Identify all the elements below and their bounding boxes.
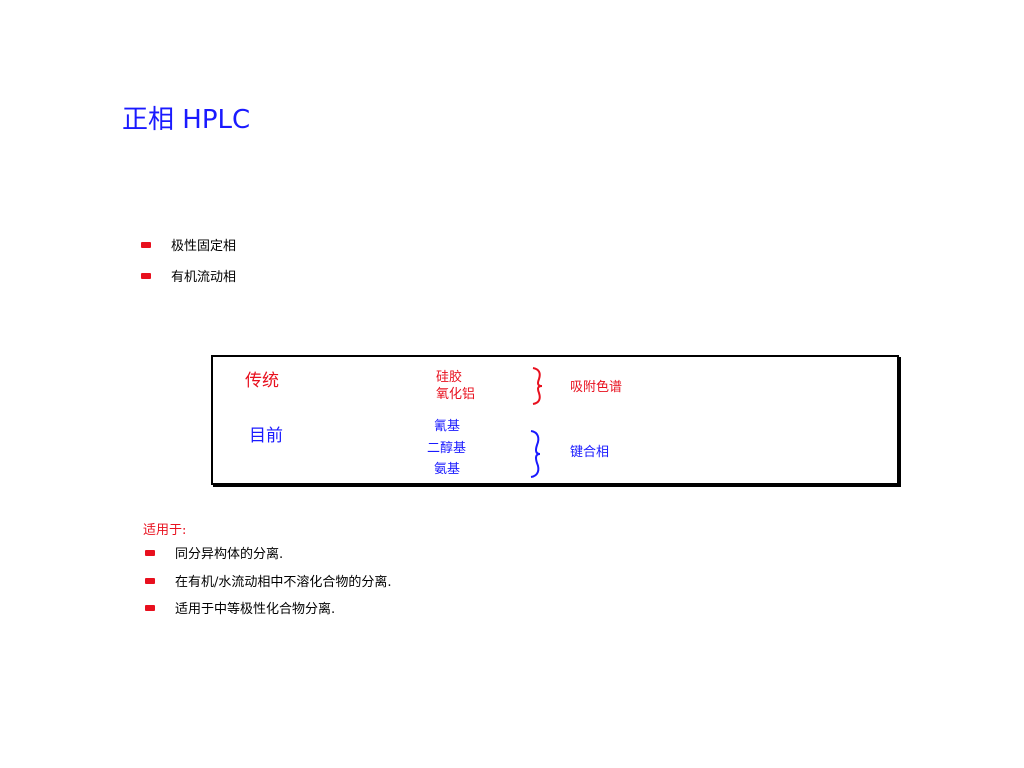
feature-item: 极性固定相 [141,235,236,254]
bullet-icon [145,577,155,584]
applicability-text: 同分异构体的分离. [175,547,284,562]
traditional-label: 传统 [245,371,279,391]
category-bonded-phase: 键合相 [570,445,610,460]
feature-item: 有机流动相 [141,266,236,285]
category-adsorption: 吸附色谱 [570,380,623,395]
bullet-icon [141,272,151,279]
material-silica: 硅胶 [436,370,463,385]
applicability-item: 适用于中等极性化合物分离. [145,598,335,617]
material-amino: 氨基 [434,462,461,477]
feature-text: 有机流动相 [171,270,237,285]
brace-blue-icon [530,430,541,478]
bullet-icon [145,549,155,556]
current-label: 目前 [249,426,283,446]
page-title: 正相 HPLC [122,105,251,135]
feature-text: 极性固定相 [171,239,237,254]
applicability-item: 在有机/水流动相中不溶化合物的分离. [145,571,392,590]
stationary-phase-panel: 传统 硅胶 氧化铝 吸附色谱 目前 氰基 二醇基 氨基 键合相 [211,355,899,485]
applicability-item: 同分异构体的分离. [145,543,283,562]
bullet-icon [145,604,155,611]
brace-red-icon [532,367,543,405]
material-diol: 二醇基 [427,441,467,456]
bullet-icon [141,241,151,248]
applicability-heading: 适用于: [143,523,187,538]
applicability-text: 适用于中等极性化合物分离. [175,602,336,617]
material-alumina: 氧化铝 [436,387,476,402]
applicability-text: 在有机/水流动相中不溶化合物的分离. [175,575,392,590]
material-cyano: 氰基 [434,419,461,434]
